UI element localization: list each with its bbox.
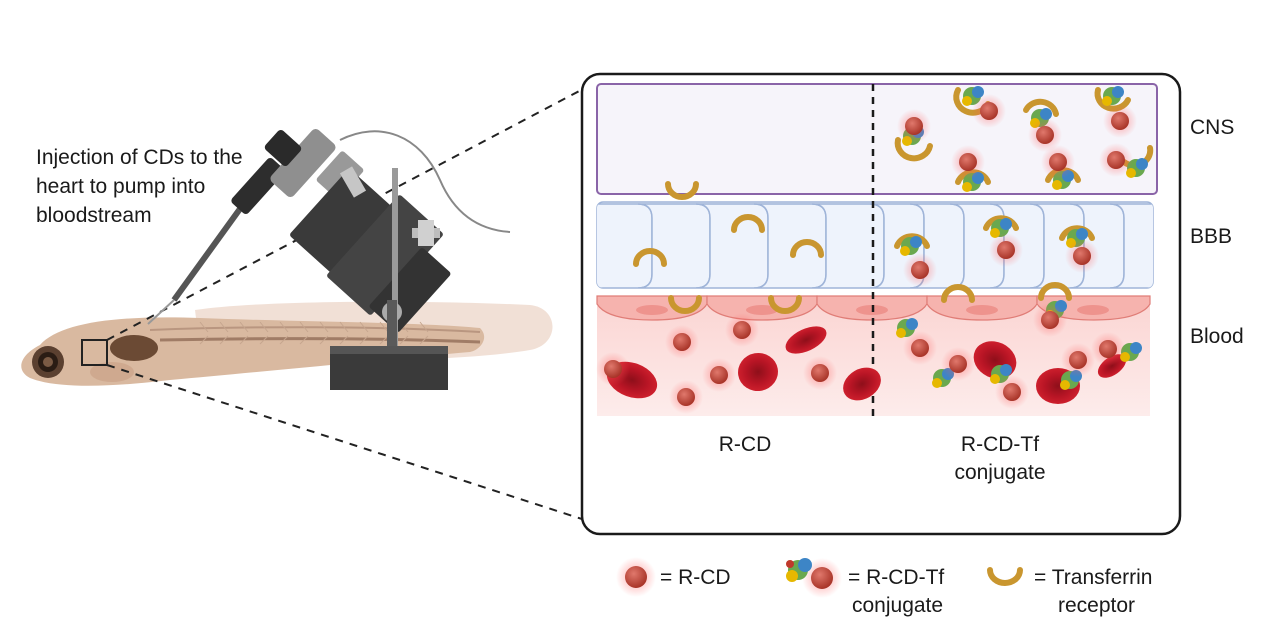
microinjector-stand: [147, 129, 511, 390]
caption-rcd: R-CD: [718, 433, 772, 456]
legend-receptor-line1: = Transferrin: [1034, 566, 1153, 589]
cns-layer: [596, 83, 1158, 195]
carbon-dots: [596, 94, 1137, 414]
legend-rcd-dot: [616, 557, 656, 597]
legend-receptor-line2: receptor: [1058, 594, 1136, 617]
legend-conjugate-icon: [786, 558, 842, 598]
injection-label: Injection of CDs to the heart to pump in…: [36, 146, 243, 227]
red-blood-cells: [606, 326, 1127, 404]
bbb-label: BBB: [1190, 225, 1233, 248]
legend-receptor-icon: [987, 567, 1023, 586]
fish-eye: [32, 346, 64, 378]
legend-rcd-label: = R-CD: [660, 566, 731, 589]
zebrafish-larva: [21, 301, 553, 386]
legend-conjugate-line1: = R-CD-Tf: [848, 566, 945, 589]
blood-label: Blood: [1190, 325, 1244, 348]
caption-rcd-tf-line2: conjugate: [954, 461, 1046, 484]
legend-conjugate-line2: conjugate: [852, 594, 944, 617]
caption-rcd-tf-line1: R-CD-Tf: [960, 433, 1040, 456]
zoom-region-box: [81, 339, 108, 366]
cns-label: CNS: [1190, 116, 1235, 139]
